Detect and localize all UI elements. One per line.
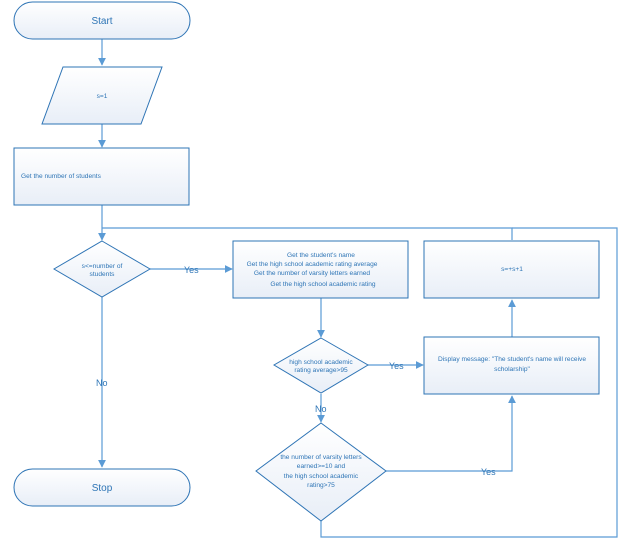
avg-check-decision <box>273 337 369 394</box>
edge-letters-yes <box>386 395 516 472</box>
get-info-process <box>232 240 409 299</box>
display-process <box>423 336 600 395</box>
stop-terminator <box>13 468 191 507</box>
loop-check-decision <box>53 240 151 298</box>
edge-increment-loop-back <box>102 227 513 240</box>
letters-check-decision <box>255 422 387 522</box>
letters-check-line-3: the high school academic <box>284 473 359 480</box>
letters-check-line-2: earned>=10 and <box>297 463 346 470</box>
get-info-line-2: Get the high school academic rating aver… <box>247 261 378 268</box>
increment-label: s=+s+1 <box>501 266 523 273</box>
edge-labels: Yes No Yes No Yes <box>96 265 496 477</box>
node-display: Display message: "The student's name wil… <box>423 336 600 395</box>
avg-check-line-2: rating average>95 <box>294 367 348 374</box>
edge-letters-no-loop-back <box>320 227 618 538</box>
label-loop-yes: Yes <box>184 265 199 275</box>
node-increment: s=+s+1 <box>423 240 600 299</box>
node-letters-check: the number of varsity letters earned>=10… <box>255 422 387 522</box>
get-count-label: Get the number of students <box>21 173 102 180</box>
node-init: s=1 <box>41 66 163 125</box>
get-info-line-4: Get the high school academic rating <box>270 281 376 288</box>
display-line-1: Display message: "The student's name wil… <box>438 356 586 363</box>
letters-check-line-4: rating>75 <box>307 482 335 489</box>
node-get-info: Get the student's name Get the high scho… <box>232 240 409 299</box>
increment-process <box>423 240 600 299</box>
node-loop-check: s<=number of students <box>53 240 151 298</box>
label-letters-yes: Yes <box>481 467 496 477</box>
node-get-count: Get the number of students <box>13 147 190 206</box>
init-label: s=1 <box>97 93 108 100</box>
get-count-process <box>13 147 190 206</box>
edges <box>98 39 618 538</box>
loop-check-line-1: s<=number of <box>82 263 123 270</box>
node-stop: Stop <box>13 468 191 507</box>
label-avg-no: No <box>315 404 327 414</box>
get-info-line-1: Get the student's name <box>287 252 355 259</box>
label-avg-yes: Yes <box>389 361 404 371</box>
start-label: Start <box>91 16 112 27</box>
get-info-line-3: Get the number of varsity letters earned <box>254 270 371 277</box>
letters-check-line-1: the number of varsity letters <box>280 454 362 461</box>
label-loop-no: No <box>96 378 108 388</box>
stop-label: Stop <box>92 483 113 494</box>
loop-check-line-2: students <box>90 271 116 278</box>
node-avg-check: high school academic rating average>95 <box>273 337 369 394</box>
display-line-2: scholarship" <box>494 366 530 373</box>
start-terminator <box>13 1 191 40</box>
avg-check-line-1: high school academic <box>289 359 353 366</box>
node-start: Start <box>13 1 191 40</box>
init-parallelogram <box>41 66 163 125</box>
